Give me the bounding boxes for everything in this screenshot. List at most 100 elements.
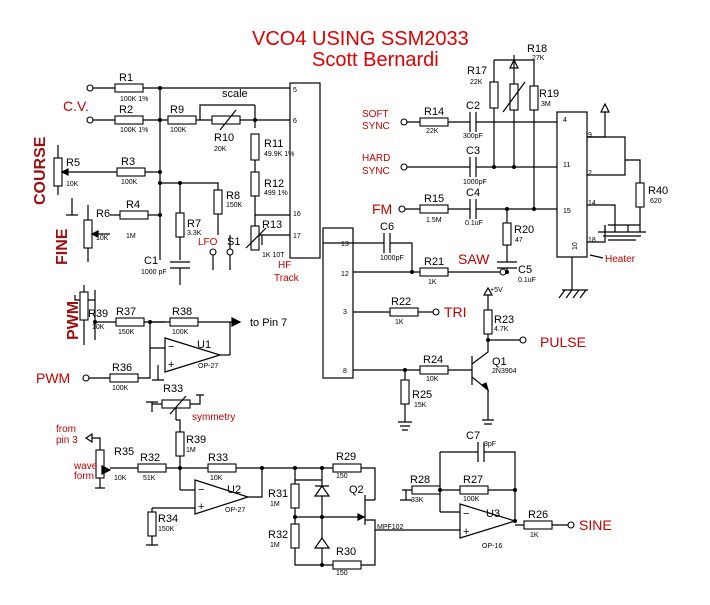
fm-input-terminal[interactable] bbox=[398, 205, 406, 213]
svg-text:1K 10T: 1K 10T bbox=[262, 252, 285, 259]
diode-lower bbox=[313, 517, 331, 565]
resistor-r32: R32 1M bbox=[268, 523, 300, 549]
svg-text:150K: 150K bbox=[118, 329, 135, 336]
svg-text:1.5M: 1.5M bbox=[426, 217, 442, 224]
resistor-r2: R2 100K 1% bbox=[114, 104, 148, 134]
svg-text:R38: R38 bbox=[172, 306, 192, 318]
resistor-r12: R12 499 1% bbox=[250, 171, 288, 197]
cv-input-terminal-1[interactable] bbox=[86, 84, 94, 92]
svg-text:R25: R25 bbox=[412, 389, 432, 401]
svg-text:620: 620 bbox=[650, 198, 662, 205]
cv-input-terminal-2[interactable] bbox=[86, 116, 94, 124]
resistor-r20: R20 47 bbox=[502, 222, 534, 246]
svg-text:R9: R9 bbox=[170, 104, 184, 116]
svg-text:11: 11 bbox=[563, 162, 570, 169]
saw-output-label: SAW bbox=[458, 251, 490, 267]
svg-text:1000 pF: 1000 pF bbox=[141, 269, 167, 276]
resistor-r8: R8 150K bbox=[213, 189, 243, 215]
svg-text:3M: 3M bbox=[541, 101, 551, 108]
svg-text:R33: R33 bbox=[208, 452, 228, 464]
svg-text:13: 13 bbox=[341, 241, 349, 248]
hard-sync-terminal[interactable] bbox=[400, 163, 408, 171]
svg-text:R15: R15 bbox=[424, 193, 444, 205]
svg-text:R26: R26 bbox=[528, 509, 548, 521]
svg-text:1M: 1M bbox=[270, 501, 280, 508]
svg-text:+: + bbox=[168, 359, 174, 371]
pot-r35[interactable]: R35 10K bbox=[95, 446, 134, 488]
heater-note: Heater bbox=[605, 254, 636, 265]
tri-output-label: TRI bbox=[444, 304, 467, 320]
svg-text:150K: 150K bbox=[158, 526, 175, 533]
pot-r5[interactable]: R5 10K bbox=[53, 145, 117, 195]
cv-input-label: C.V. bbox=[63, 98, 89, 114]
svg-text:Q1: Q1 bbox=[492, 356, 507, 368]
capacitor-c6: C6 1000pF bbox=[380, 221, 404, 262]
svg-text:R27: R27 bbox=[463, 474, 483, 486]
svg-text:0.1uF: 0.1uF bbox=[518, 277, 536, 284]
pwm-input-label: PWM bbox=[36, 370, 70, 386]
resistor-r34: R34 150K bbox=[147, 511, 178, 537]
svg-text:R18: R18 bbox=[527, 43, 547, 55]
resistor-r15: R15 1.5M bbox=[419, 193, 449, 224]
hard-sync-label-1: HARD bbox=[362, 153, 390, 164]
svg-text:−: − bbox=[168, 341, 174, 353]
svg-text:R32: R32 bbox=[268, 529, 288, 541]
svg-text:R17: R17 bbox=[467, 65, 487, 77]
svg-text:R35: R35 bbox=[114, 446, 134, 458]
soft-sync-terminal[interactable] bbox=[400, 118, 408, 126]
wave-form-label-2: form bbox=[74, 471, 94, 482]
svg-text:16: 16 bbox=[293, 211, 301, 218]
pot-r6[interactable]: R6 10K bbox=[66, 198, 110, 262]
svg-text:100K: 100K bbox=[170, 127, 187, 134]
svg-text:14: 14 bbox=[588, 200, 596, 207]
tri-output-terminal[interactable] bbox=[432, 308, 440, 316]
switch-s1[interactable]: S1 bbox=[209, 235, 240, 270]
pwm-input-terminal[interactable] bbox=[82, 374, 90, 382]
scale-note: scale bbox=[222, 88, 248, 100]
resistor-r4: R4 1M bbox=[119, 199, 149, 240]
resistor-r23: R23 4.7K bbox=[483, 309, 514, 335]
hf-note: HF bbox=[278, 260, 291, 271]
resistor-r38: R38 100K bbox=[169, 306, 199, 336]
trimmer-r13: R13 1K 10T bbox=[245, 219, 285, 259]
svg-text:4: 4 bbox=[563, 117, 567, 124]
svg-text:C7: C7 bbox=[466, 430, 480, 442]
resistor-r28: R28 33K bbox=[410, 474, 441, 504]
resistor-r33-input: R33 10K bbox=[207, 452, 237, 482]
pulse-output-terminal[interactable] bbox=[519, 336, 527, 344]
soft-sync-label-2: SYNC bbox=[362, 121, 390, 132]
svg-text:S1: S1 bbox=[227, 236, 240, 248]
v5-note: +5V bbox=[490, 287, 503, 294]
svg-text:R5: R5 bbox=[66, 157, 80, 169]
diode-upper bbox=[313, 480, 331, 517]
track-note: Track bbox=[274, 273, 300, 284]
trimmer-r10: R10 20K bbox=[211, 109, 241, 153]
svg-text:U1: U1 bbox=[197, 339, 211, 351]
svg-text:C4: C4 bbox=[466, 187, 480, 199]
pwm-knob-label: PWM bbox=[65, 301, 82, 340]
svg-text:499 1%: 499 1% bbox=[264, 190, 288, 197]
hard-sync-label-2: SYNC bbox=[362, 166, 390, 177]
svg-text:15: 15 bbox=[563, 208, 571, 215]
jfet-q2: Q2 MPF102 bbox=[345, 484, 404, 531]
svg-text:100K: 100K bbox=[463, 496, 480, 503]
sine-output-terminal[interactable] bbox=[567, 521, 575, 529]
svg-text:3.3K: 3.3K bbox=[187, 230, 202, 237]
svg-text:22K: 22K bbox=[426, 128, 439, 135]
pot-r39[interactable]: R39 10K bbox=[79, 285, 108, 345]
svg-text:U3: U3 bbox=[486, 508, 500, 520]
svg-text:OP-16: OP-16 bbox=[482, 543, 502, 550]
resistor-r37: R37 150K bbox=[115, 306, 145, 336]
svg-text:C3: C3 bbox=[466, 145, 480, 157]
capacitor-c4: C4 0.1uF bbox=[465, 187, 483, 227]
resistor-r31: R31 1M bbox=[268, 483, 300, 509]
svg-text:47: 47 bbox=[515, 237, 523, 244]
svg-text:10K: 10K bbox=[114, 475, 127, 482]
resistor-r3: R3 100K bbox=[116, 156, 146, 186]
resistor-r39b: R39 1M bbox=[175, 431, 206, 457]
svg-text:R6: R6 bbox=[96, 208, 110, 220]
svg-text:R23: R23 bbox=[494, 314, 514, 326]
svg-text:100K: 100K bbox=[112, 385, 129, 392]
resistor-r40: R40 620 bbox=[635, 182, 668, 208]
svg-text:150: 150 bbox=[336, 570, 348, 577]
